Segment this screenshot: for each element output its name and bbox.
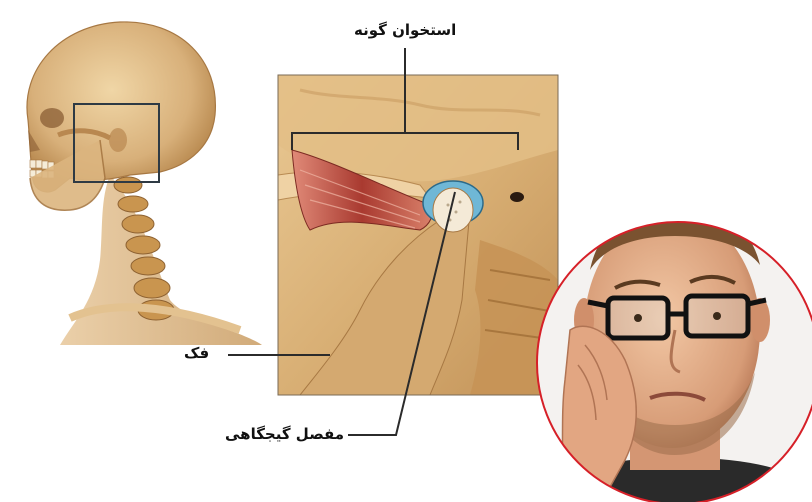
man-with-jaw-pain-photo	[537, 205, 812, 502]
label-jaw: فک	[184, 344, 209, 362]
label-cheekbone: استخوان گونه	[354, 21, 456, 39]
eye-socket	[40, 108, 64, 128]
ear-region	[109, 128, 127, 152]
skull-neck-illustration	[27, 22, 262, 345]
label-tmj: مفصل گیجگاهی	[225, 425, 344, 443]
mandibular-condyle	[433, 188, 473, 232]
